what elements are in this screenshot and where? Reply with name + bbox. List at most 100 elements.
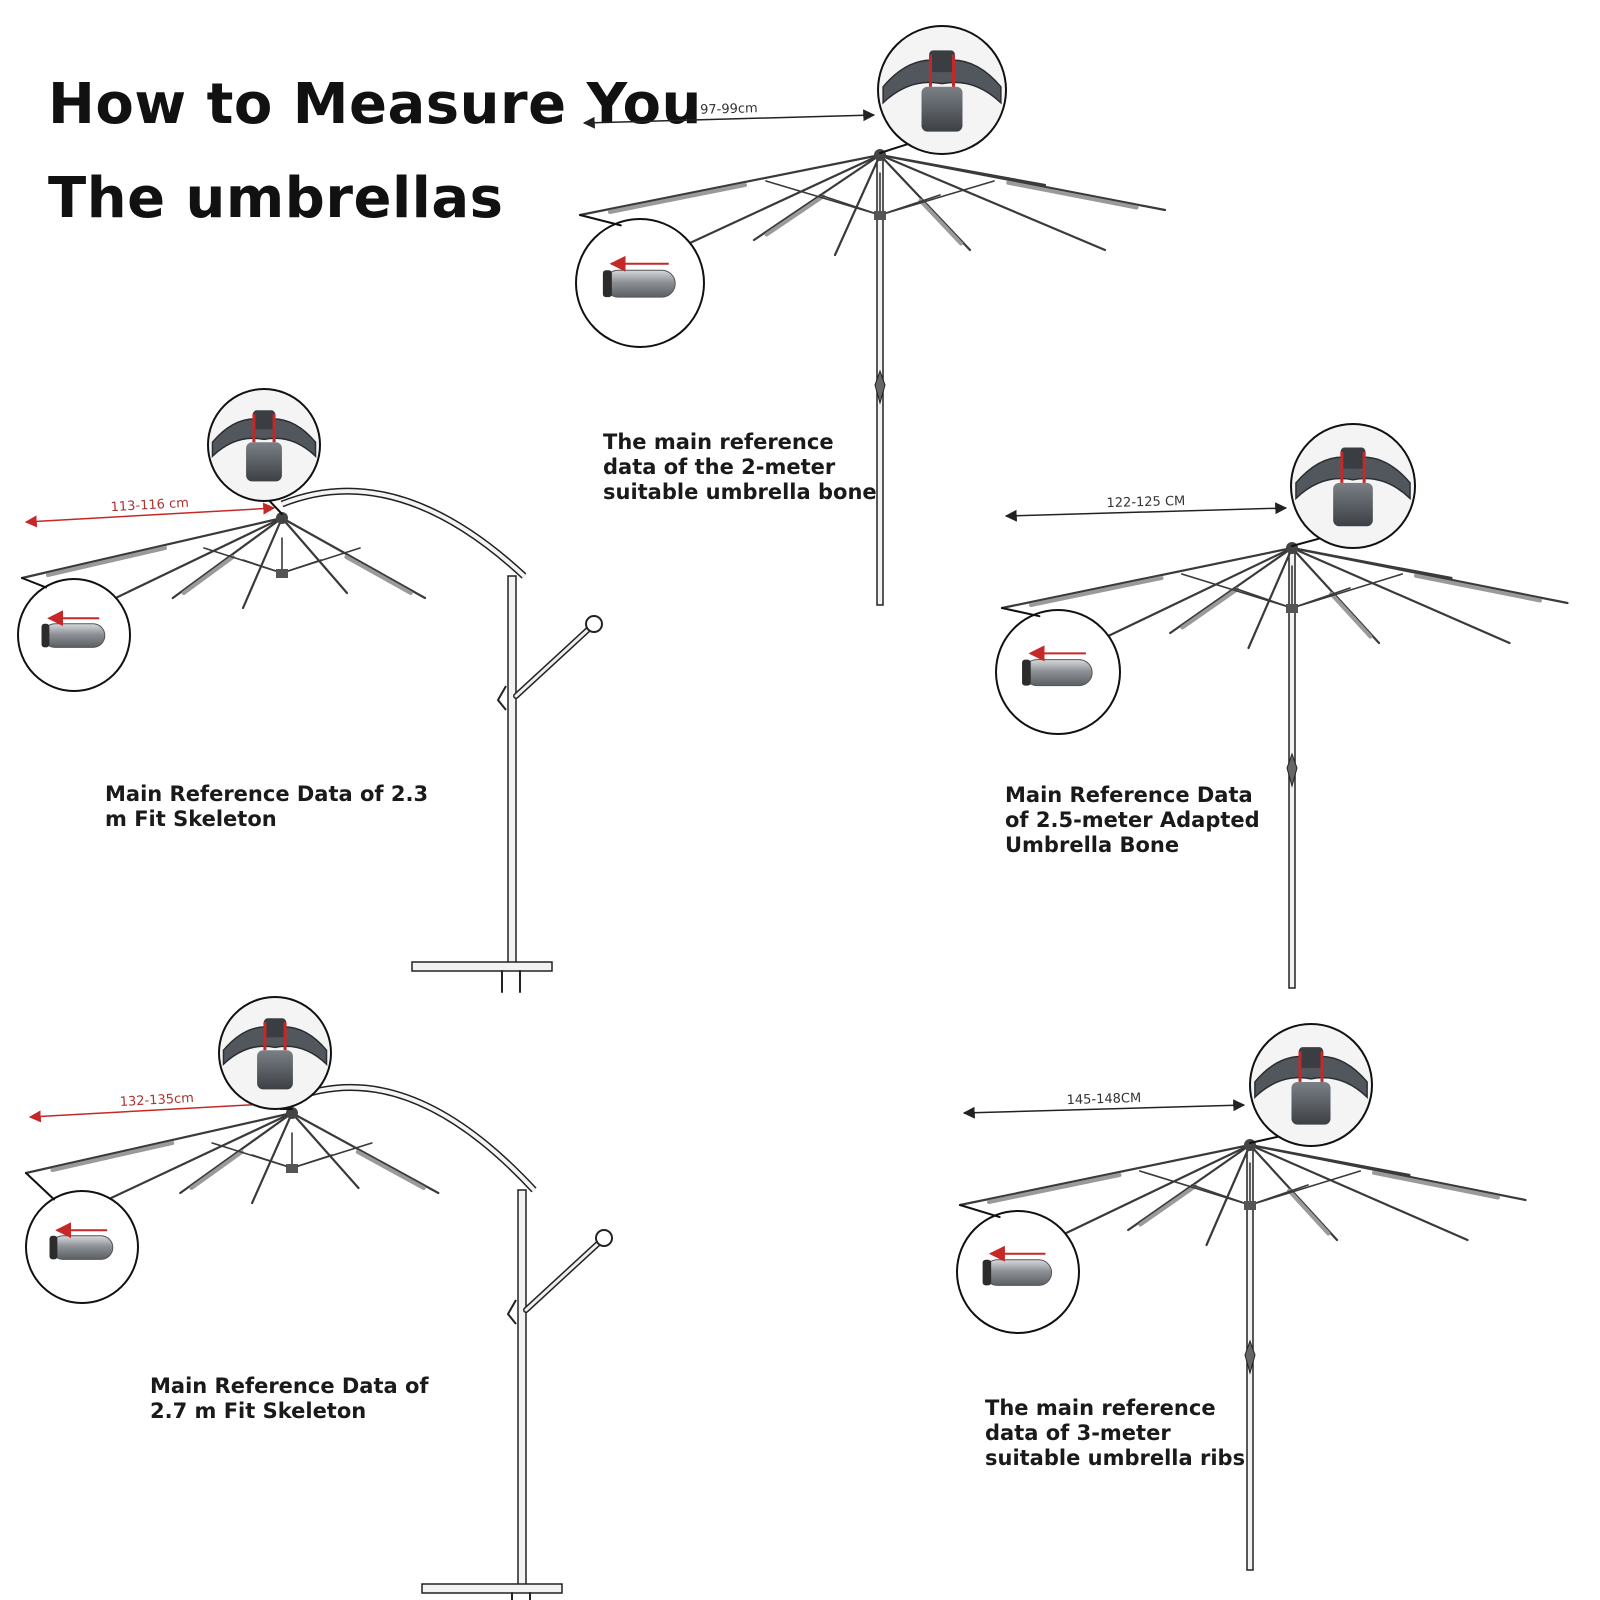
post bbox=[507, 575, 517, 971]
stretcher bbox=[251, 1154, 293, 1169]
rib bbox=[662, 153, 882, 257]
runner bbox=[1244, 1201, 1256, 1210]
leader-line bbox=[21, 577, 47, 589]
dimension-line bbox=[24, 502, 276, 528]
dimension-line bbox=[962, 1099, 1246, 1119]
hub bbox=[1286, 542, 1298, 554]
rib bbox=[290, 1111, 360, 1190]
hub bbox=[1244, 1139, 1256, 1151]
rib bbox=[280, 516, 427, 600]
rib bbox=[93, 516, 284, 610]
rib-channel bbox=[50, 1141, 175, 1172]
rib bbox=[833, 153, 882, 257]
leader-line bbox=[1291, 537, 1320, 547]
measurement-label: 97-99cm bbox=[700, 101, 758, 118]
stretcher bbox=[879, 180, 995, 216]
rib bbox=[1247, 546, 1294, 650]
rib bbox=[1248, 1143, 1339, 1242]
rib-channel bbox=[1413, 573, 1542, 603]
rib-channel bbox=[987, 1173, 1122, 1204]
crank-handle bbox=[1286, 752, 1298, 788]
caption-2-3m: Main Reference Data of 2.3 m Fit Skeleto… bbox=[105, 782, 429, 831]
rib bbox=[578, 153, 882, 217]
dimension-line bbox=[28, 1097, 286, 1123]
rib bbox=[1205, 1143, 1252, 1247]
rib-channel bbox=[1371, 1170, 1500, 1200]
hub-closeup-icon bbox=[1290, 423, 1416, 549]
rib-channel bbox=[1006, 180, 1139, 210]
leader-line bbox=[268, 500, 283, 515]
rib-channel bbox=[1180, 587, 1240, 630]
rib-channel bbox=[608, 183, 747, 214]
runner bbox=[874, 211, 886, 220]
rib bbox=[1290, 546, 1381, 645]
hook bbox=[496, 685, 507, 711]
measurement-label: 145-148CM bbox=[1066, 1091, 1141, 1108]
caption-2-5m: Main Reference Data of 2.5-meter Adapted… bbox=[1005, 783, 1260, 857]
rib bbox=[20, 516, 284, 580]
rib-channel bbox=[344, 555, 413, 595]
rib-tip-closeup-icon bbox=[17, 578, 131, 692]
rib bbox=[251, 1111, 294, 1205]
measurement-label: 122-125 CM bbox=[1106, 494, 1185, 511]
rib bbox=[878, 153, 972, 252]
caption-3m: The main reference data of 3-meter suita… bbox=[985, 1396, 1246, 1470]
leader-line bbox=[1001, 607, 1041, 618]
cantilever-arm bbox=[280, 487, 527, 579]
hub bbox=[276, 512, 288, 524]
rib-channel bbox=[1329, 591, 1373, 639]
rib bbox=[1248, 1143, 1527, 1202]
hub-closeup-icon bbox=[218, 996, 332, 1110]
rib bbox=[1290, 546, 1569, 605]
leader-line bbox=[579, 214, 622, 227]
caption-2-7m: Main Reference Data of 2.7 m Fit Skeleto… bbox=[150, 1374, 429, 1423]
rib bbox=[1290, 546, 1511, 645]
stretcher bbox=[242, 559, 283, 574]
rib bbox=[171, 516, 284, 600]
rib bbox=[878, 153, 1107, 252]
dimension-line bbox=[1004, 502, 1288, 522]
rib-channel bbox=[1138, 1184, 1198, 1227]
rib bbox=[1169, 546, 1294, 635]
rib-channel bbox=[764, 194, 826, 237]
leader-line bbox=[1249, 1135, 1279, 1144]
stretcher bbox=[281, 547, 361, 574]
stretcher bbox=[1233, 587, 1293, 609]
rib-channel bbox=[46, 546, 167, 577]
caption-2m: The main reference data of the 2-meter s… bbox=[603, 430, 877, 504]
page-title-line-2: The umbrellas bbox=[48, 166, 504, 231]
crank-handle bbox=[874, 369, 886, 405]
measurement-label: 113-116 cm bbox=[110, 496, 189, 515]
runner bbox=[276, 569, 288, 578]
hub-closeup-icon bbox=[877, 25, 1007, 155]
umbrella-2-5-m: 122-125 CM bbox=[995, 423, 1569, 989]
cantilever-arm bbox=[290, 1084, 537, 1193]
rib bbox=[1127, 1143, 1252, 1232]
rib bbox=[280, 516, 349, 595]
rib bbox=[179, 1111, 294, 1195]
rib bbox=[1040, 1143, 1252, 1247]
rib-tip-closeup-icon bbox=[956, 1210, 1080, 1334]
stretcher bbox=[1249, 1170, 1361, 1206]
umbrella-2-3-m: 113-116 cm bbox=[17, 388, 603, 993]
leader-line bbox=[959, 1204, 1001, 1219]
rib-channel bbox=[181, 555, 235, 595]
base bbox=[411, 961, 553, 972]
hub-closeup-icon bbox=[1249, 1023, 1373, 1147]
base bbox=[421, 1583, 563, 1594]
hub-closeup-icon bbox=[207, 388, 321, 502]
rib-channel bbox=[355, 1150, 426, 1190]
umbrella-2-m: 97-99cm bbox=[575, 25, 1167, 606]
rib-channel bbox=[189, 1150, 244, 1190]
rib bbox=[878, 153, 1167, 212]
measurement-label: 132-135cm bbox=[119, 1091, 194, 1110]
rib bbox=[752, 153, 882, 242]
rib-tip-closeup-icon bbox=[575, 218, 705, 348]
stretcher bbox=[291, 1142, 373, 1169]
rib bbox=[290, 1111, 440, 1195]
stretcher bbox=[1291, 573, 1403, 609]
hook bbox=[506, 1299, 517, 1325]
crank-handle bbox=[1244, 1339, 1256, 1375]
umbrella-2-7-m: 132-135cm bbox=[24, 996, 613, 1600]
